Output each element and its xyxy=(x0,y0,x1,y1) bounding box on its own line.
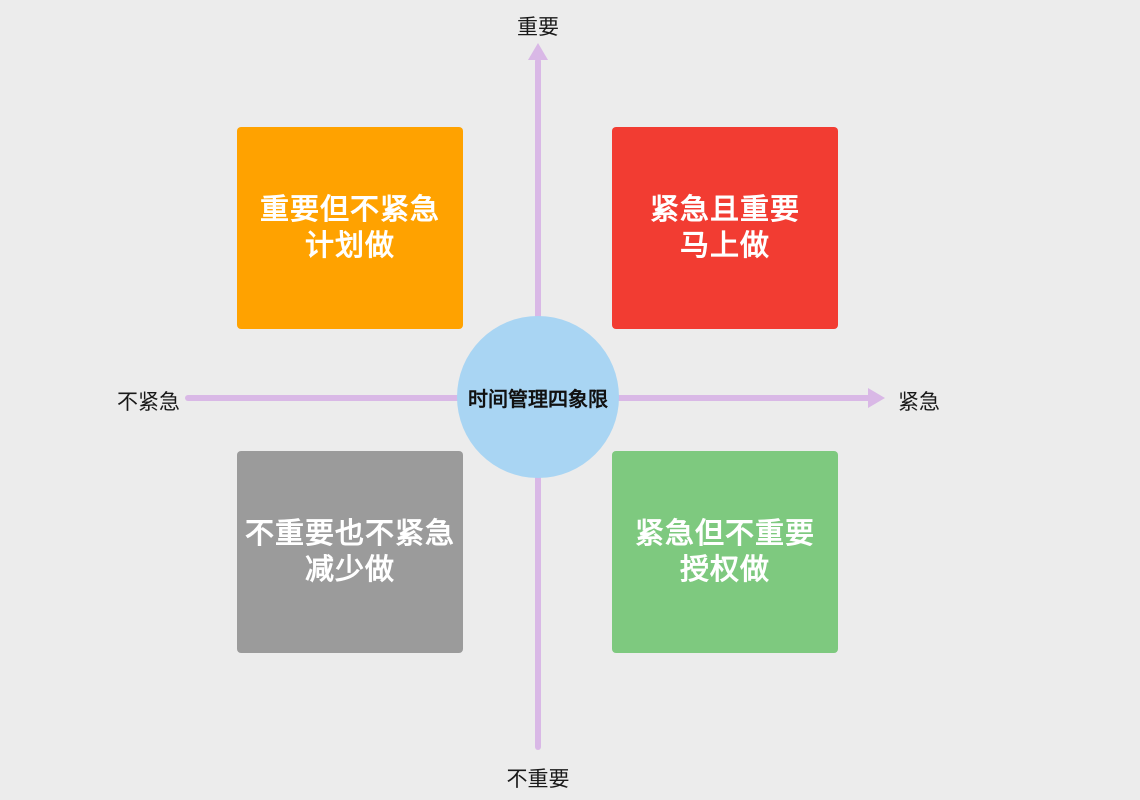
arrow-up-icon xyxy=(528,43,548,60)
quadrant-line2: 减少做 xyxy=(304,554,395,586)
arrow-right-icon xyxy=(868,388,885,408)
quadrant-line1: 不重要也不紧急 xyxy=(244,517,455,550)
axis-label-important: 重要 xyxy=(517,16,559,39)
axis-label-not-important: 不重要 xyxy=(506,768,570,791)
quadrant-important-not-urgent: 重要但不紧急 计划做 xyxy=(237,127,463,329)
quadrant-not-important-not-urgent: 不重要也不紧急 减少做 xyxy=(237,451,463,653)
quadrant-line2: 马上做 xyxy=(679,230,770,262)
axis-label-not-urgent: 不紧急 xyxy=(117,391,180,414)
quadrant-line2: 计划做 xyxy=(304,230,395,262)
quadrant-line1: 紧急但不重要 xyxy=(634,517,815,550)
diagram-title: 时间管理四象限 xyxy=(468,388,608,411)
center-circle: 时间管理四象限 xyxy=(457,316,619,478)
axis-label-urgent: 紧急 xyxy=(898,391,940,414)
quadrant-line2: 授权做 xyxy=(679,554,770,586)
quadrant-line1: 紧急且重要 xyxy=(649,193,800,226)
quadrant-urgent-important: 紧急且重要 马上做 xyxy=(612,127,838,329)
quadrant-line1: 重要但不紧急 xyxy=(259,193,440,226)
quadrant-urgent-not-important: 紧急但不重要 授权做 xyxy=(612,451,838,653)
